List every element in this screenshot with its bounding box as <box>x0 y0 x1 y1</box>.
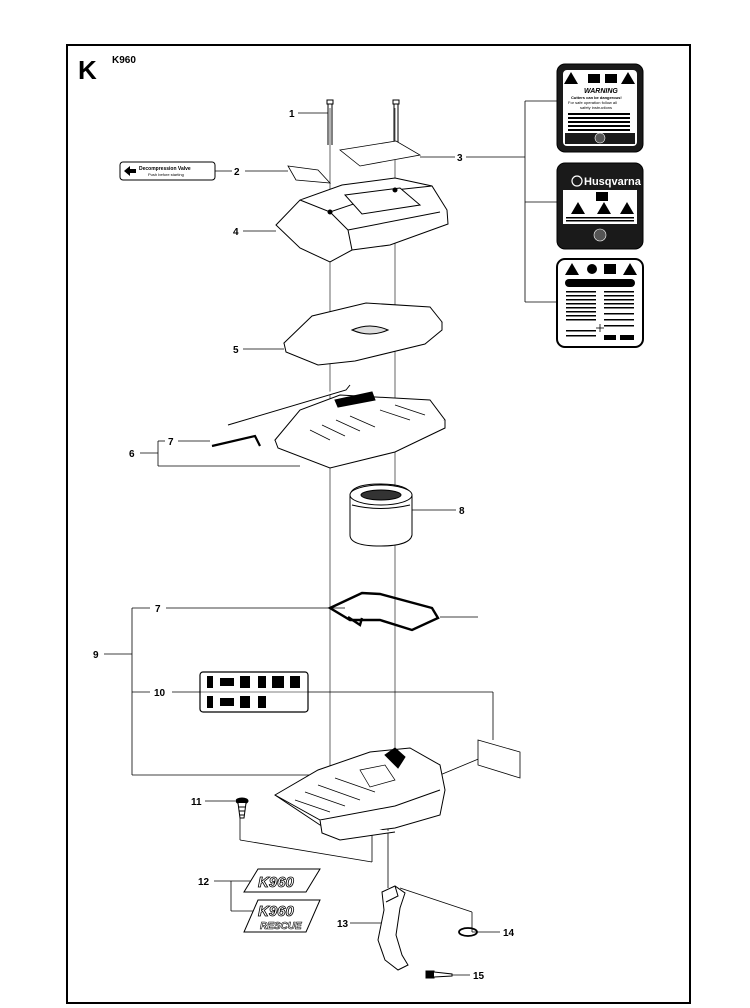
badge-k960-rescue-model: K960 <box>258 903 295 920</box>
callout-8: 8 <box>459 506 465 517</box>
callout-6: 6 <box>129 449 135 460</box>
section-letter: K <box>78 55 97 85</box>
callout-13: 13 <box>337 919 349 930</box>
decal-warning-line2: For safe operation follow all <box>568 100 617 105</box>
callout-7-upper: 7 <box>168 437 174 448</box>
decal-warning-line1: Cutters can be dangerous! <box>571 95 622 100</box>
badge-k960: K960 <box>258 874 295 891</box>
part-15-screw <box>425 970 453 979</box>
part-12-model-badges: K960 K960 RESCUE <box>243 868 321 933</box>
decompression-sub: Push before starting <box>148 172 184 177</box>
decal-japanese <box>556 258 644 348</box>
part-5-filter-plate <box>283 302 443 366</box>
callout-3: 3 <box>457 153 463 164</box>
badge-rescue-text: RESCUE <box>260 921 302 932</box>
callout-12: 12 <box>198 877 210 888</box>
decal-warning: WARNING Cutters can be dangerous! For sa… <box>556 63 644 153</box>
callout-9: 9 <box>93 650 99 661</box>
callout-14: 14 <box>503 928 515 939</box>
callout-15: 15 <box>473 971 485 982</box>
callout-5: 5 <box>233 345 239 356</box>
callout-1: 1 <box>289 109 295 120</box>
part-10-warning-sticker <box>199 671 521 779</box>
decal-warning-line3: safety instructions <box>580 105 612 110</box>
part-7-gasket-lower <box>327 591 440 632</box>
part-6-prefilter-frame <box>227 384 446 469</box>
part-4-filter-cover <box>275 177 449 263</box>
callout-2: 2 <box>234 167 240 178</box>
callout-11: 11 <box>191 797 202 808</box>
part-13-intake-pipe <box>377 885 409 971</box>
callout-10: 10 <box>154 688 166 699</box>
part-7-seal-upper <box>211 434 261 448</box>
decal-warning-title: WARNING <box>584 88 618 95</box>
part-3-cover-label <box>339 140 422 167</box>
decal-husqvarna: Husqvarna <box>556 162 644 250</box>
part-11-screw <box>235 797 249 819</box>
decompression-label: Decompression Valve <box>139 166 191 172</box>
part-9-filter-base <box>274 747 446 841</box>
callout-leaders <box>104 100 557 976</box>
callout-4: 4 <box>233 227 239 238</box>
part-8-air-filter <box>349 483 413 547</box>
model-title: K960 <box>112 55 136 66</box>
diagram-frame <box>66 44 691 1004</box>
part-2-decompression-sticker: Decompression Valve Push before starting <box>119 161 331 184</box>
part-1-screws <box>326 99 400 145</box>
part-14-o-ring <box>458 927 478 937</box>
callout-7-lower: 7 <box>155 604 161 615</box>
decal-brand-name: Husqvarna <box>584 176 642 188</box>
